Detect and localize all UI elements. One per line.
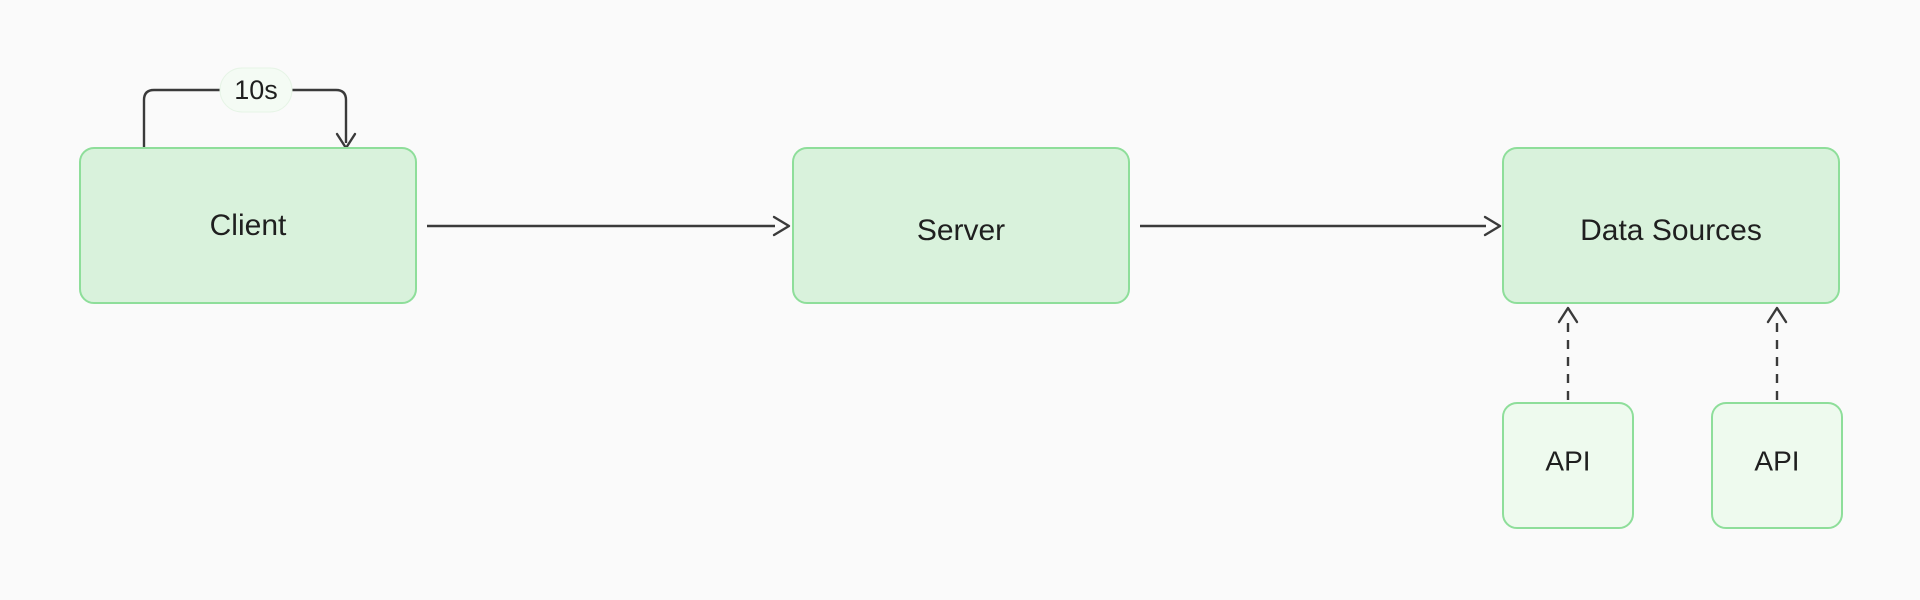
node-api-1-label: API	[1545, 445, 1590, 476]
node-client[interactable]: Client	[79, 147, 417, 304]
edge-api-1-to-data-sources	[1557, 306, 1579, 400]
edge-api-2-to-data-sources	[1766, 306, 1788, 400]
arrowhead-right-icon	[772, 215, 791, 237]
node-client-rect[interactable]	[79, 147, 417, 304]
edge-label-pill	[219, 67, 293, 113]
node-data-sources-rect[interactable]	[1502, 147, 1840, 304]
node-server[interactable]: Server	[792, 147, 1130, 304]
edge-server-to-data-sources	[1140, 215, 1502, 237]
edge-label-client-loop: 10s	[234, 75, 278, 105]
node-api-2-rect[interactable]	[1711, 402, 1843, 529]
edge-client-self-loop-path	[142, 88, 348, 152]
arrowhead-right-icon	[1483, 215, 1502, 237]
node-server-rect[interactable]	[792, 147, 1130, 304]
arrowhead-up-icon	[1557, 306, 1579, 324]
node-client-label: Client	[210, 209, 287, 242]
arrowhead-up-icon	[1766, 306, 1788, 324]
node-server-label: Server	[917, 214, 1005, 247]
node-api-2-label: API	[1754, 445, 1799, 476]
node-api-1[interactable]: API	[1502, 402, 1634, 529]
node-api-2[interactable]: API	[1711, 402, 1843, 529]
node-api-1-rect[interactable]	[1502, 402, 1634, 529]
node-data-sources-label: Data Sources	[1580, 214, 1762, 247]
edge-client-to-server	[427, 215, 791, 237]
node-data-sources[interactable]: Data Sources	[1502, 147, 1840, 304]
edge-client-self-loop: 10s	[142, 67, 357, 152]
